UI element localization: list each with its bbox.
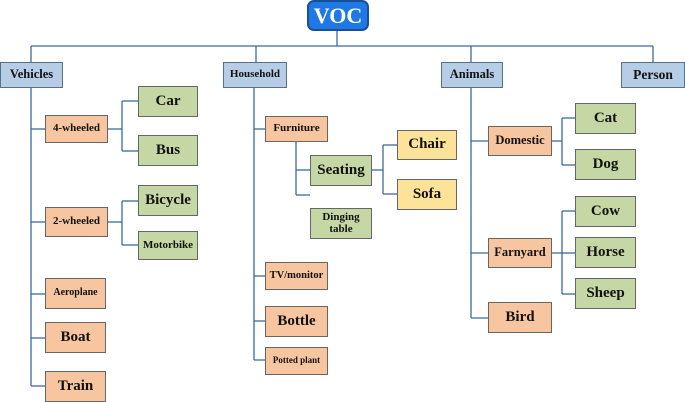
node-bus: Bus [138, 135, 198, 166]
node-bird: Bird [488, 302, 552, 333]
node-domestic: Domestic [488, 126, 552, 156]
node-aeroplane: Aeroplane [45, 278, 106, 309]
category-animals: Animals [441, 62, 503, 88]
node-furniture: Furniture [265, 116, 328, 142]
node-tv-monitor: TV/monitor [265, 262, 328, 290]
node-sofa: Sofa [397, 179, 457, 210]
node-horse: Horse [575, 237, 636, 268]
node-4-wheeled: 4-wheeled [45, 115, 108, 143]
node-motorbike: Motorbike [138, 231, 198, 260]
node-boat: Boat [45, 322, 106, 353]
node-potted-plant: Potted plant [265, 347, 328, 375]
node-chair: Chair [397, 130, 457, 160]
node-cow: Cow [575, 196, 636, 227]
node-bicycle: Bicycle [138, 185, 198, 216]
node-2-wheeled: 2-wheeled [45, 207, 108, 237]
category-vehicles: Vehicles [0, 62, 63, 88]
node-seating: Seating [310, 155, 372, 186]
node-cat: Cat [575, 103, 636, 134]
node-farnyard: Farnyard [488, 238, 552, 268]
category-household: Household [223, 62, 287, 88]
category-person: Person [621, 62, 685, 88]
root-node-voc: VOC [307, 0, 369, 31]
node-dog: Dog [575, 149, 636, 180]
node-dining-table: Dinging table [310, 208, 372, 239]
node-sheep: Sheep [575, 278, 636, 309]
node-bottle: Bottle [265, 306, 328, 337]
node-car: Car [138, 86, 198, 117]
node-train: Train [45, 371, 106, 402]
